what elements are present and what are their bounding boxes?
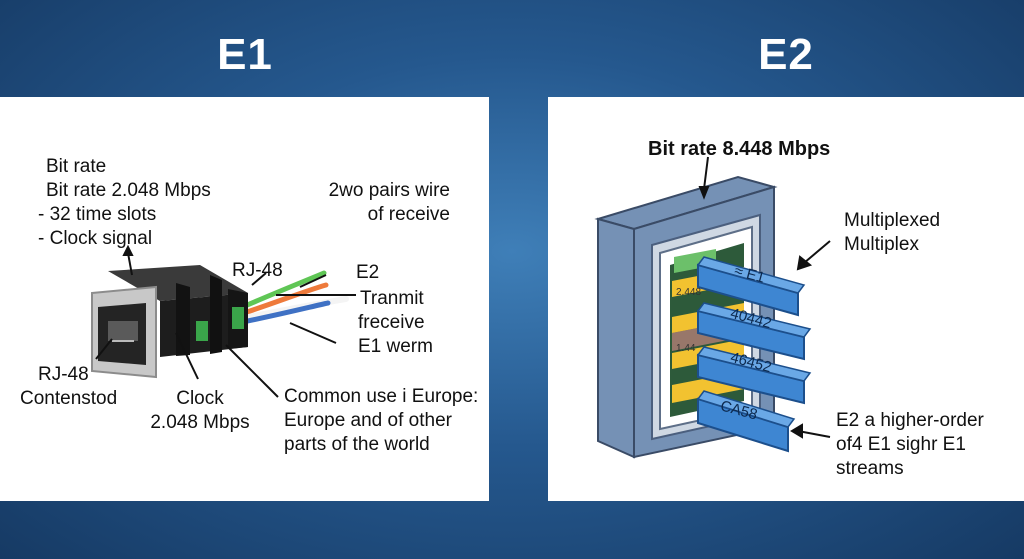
usage-label-line-2: Europe and of other [284, 410, 452, 431]
mux-label-line-2: Multiplex [844, 234, 919, 255]
e2-desc-line-2: of4 E1 sighr E1 [836, 434, 966, 455]
arrow-head [698, 186, 710, 200]
wire-blue [235, 300, 331, 326]
inner-code-2: 1.44 [676, 343, 696, 354]
wire-orange [235, 282, 329, 318]
rj48-label-line-2: Contenstod [20, 388, 118, 409]
connector-label: RJ-48 [232, 260, 283, 281]
inner-code-1: 2.448 [676, 287, 702, 298]
wire-code-receive: freceive [358, 312, 425, 333]
e1-spec-line-4: - Clock signal [38, 228, 153, 249]
arrow-head [796, 255, 813, 271]
arrow-head [790, 423, 803, 439]
connector-body [91, 265, 248, 379]
e1-spec-line-2: Bit rate 2.048 Mbps [46, 180, 211, 201]
wire-code-e2: E2 [356, 262, 380, 283]
wire-label-line-1: 2wo pairs wire [328, 180, 450, 201]
e2-panel: Bit rate 8.448 Mbps Multiplexed Multiple… [548, 97, 1024, 501]
stream-bars [696, 256, 812, 453]
usage-label-line-3: parts of the world [284, 434, 430, 455]
e2-bit-rate: Bit rate 8.448 Mbps [648, 138, 831, 160]
usage-label-line-1: Common use i Europe: [284, 386, 479, 407]
e1-spec-line-3: - 32 time slots [38, 204, 157, 225]
e1-panel: Bit rate Bit rate 2.048 Mbps - 32 time s… [0, 97, 489, 501]
wire-label-line-2: of receive [367, 204, 450, 225]
e2-desc-line-1: E2 a higher-order [836, 410, 984, 431]
rj48-connector-illustration [91, 244, 356, 398]
pointer-lines [95, 244, 356, 398]
clock-label-line-2: 2.048 Mbps [150, 412, 250, 433]
wire-code-e1: E1 werm [358, 336, 433, 357]
e1-spec-line-1: Bit rate [46, 156, 107, 177]
e1-title: E1 [217, 30, 273, 79]
pointer-arrows [698, 156, 831, 439]
wire-code-transmit: Tranmit [360, 288, 424, 309]
mux-label-line-1: Multiplexed [844, 210, 941, 231]
e2-title: E2 [758, 30, 814, 79]
e2-multiplexer-illustration [594, 156, 831, 459]
clock-label-line-1: Clock [176, 388, 224, 409]
e2-desc-line-3: streams [836, 458, 904, 479]
rj48-label-line-1: RJ-48 [38, 364, 89, 385]
